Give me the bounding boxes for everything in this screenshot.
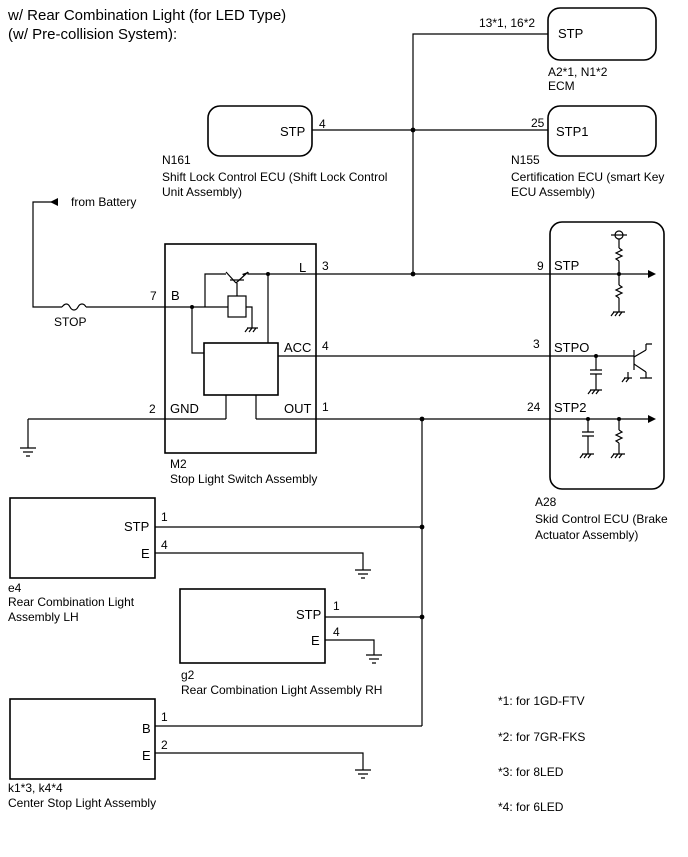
stop-switch-name: Stop Light Switch Assembly xyxy=(170,472,317,486)
ecm-wire-pins: 13*1, 16*2 xyxy=(479,16,535,30)
title-line-1: w/ Rear Combination Light (for LED Type) xyxy=(7,7,286,24)
rear-rh-box xyxy=(179,588,326,664)
switch-pin-acc-number: 4 xyxy=(322,339,329,353)
skid-ecu-name-line-1: Skid Control ECU (Brake xyxy=(535,512,668,526)
ecm-connector: A2*1, N1*2 xyxy=(548,65,608,79)
fuse-symbol xyxy=(61,303,87,311)
footnote-3: *3: for 8LED xyxy=(498,765,564,779)
skid-ecu-connector: A28 xyxy=(535,495,557,509)
shift-lock-ecu-box xyxy=(207,105,313,157)
cert-name-line-2: ECU Assembly) xyxy=(511,185,595,199)
rear-rh-e-label: E xyxy=(311,633,320,648)
wiring xyxy=(20,33,550,779)
fuse-label: STOP xyxy=(54,315,86,329)
switch-pin-gnd-number: 2 xyxy=(149,402,156,416)
skid-control-ecu-component: 9 STP 3 STPO 24 STP2 A28 Skid Control EC… xyxy=(527,221,668,542)
skid-pin-stpo-number: 3 xyxy=(533,337,540,351)
certification-ecu-component: STP1 25 N155 Certification ECU (smart Ke… xyxy=(511,105,664,199)
stop-switch-box xyxy=(164,243,317,454)
stop-light-switch-component: 7 B L 3 ACC 4 2 GND OUT 1 M2 Stop Light … xyxy=(149,243,329,486)
rear-lh-e-number: 4 xyxy=(161,538,168,552)
rear-lh-connector: e4 xyxy=(8,581,22,595)
footnote-4: *4: for 6LED xyxy=(498,800,564,814)
skid-ecu-name-line-2: Actuator Assembly) xyxy=(535,528,638,542)
center-stop-e-label: E xyxy=(142,748,151,763)
shift-lock-ecu-component: STP 4 N161 Shift Lock Control ECU (Shift… xyxy=(162,105,387,199)
wire-ecm-stp xyxy=(412,33,548,274)
switch-pin-l-number: 3 xyxy=(322,259,329,273)
center-stop-connector: k1*3, k4*4 xyxy=(8,781,63,795)
rear-rh-name: Rear Combination Light Assembly RH xyxy=(181,683,382,697)
footnote-2: *2: for 7GR-FKS xyxy=(498,730,585,744)
rear-lh-stp-label: STP xyxy=(124,519,149,534)
footnote-1: *1: for 1GD-FTV xyxy=(498,694,585,708)
wire-battery xyxy=(32,201,62,308)
center-stop-b-label: B xyxy=(142,721,151,736)
cert-pin-number: 25 xyxy=(531,116,545,130)
rear-rh-stp-number: 1 xyxy=(333,599,340,613)
cert-name-line-1: Certification ECU (smart Key xyxy=(511,170,664,184)
center-stop-e-number: 2 xyxy=(161,738,168,752)
ecm-component: STP 13*1, 16*2 A2*1, N1*2 ECM xyxy=(479,7,657,93)
center-stop-box xyxy=(9,698,156,780)
skid-pin-stp-number: 9 xyxy=(537,259,544,273)
skid-pin-stp2-label: STP2 xyxy=(554,400,587,415)
rear-lh-stp-number: 1 xyxy=(161,510,168,524)
ecm-name: ECM xyxy=(548,79,575,93)
shift-lock-connector: N161 xyxy=(162,153,191,167)
rear-light-lh-component: STP 1 E 4 e4 Rear Combination Light Asse… xyxy=(8,497,168,624)
cert-stp1-label: STP1 xyxy=(556,124,589,139)
switch-pin-acc-label: ACC xyxy=(284,340,311,355)
title-line-2: (w/ Pre-collision System): xyxy=(8,26,177,43)
stop-switch-connector: M2 xyxy=(170,457,187,471)
center-stop-b-number: 1 xyxy=(161,710,168,724)
battery-label: from Battery xyxy=(71,195,136,209)
shift-lock-name-line-2: Unit Assembly) xyxy=(162,185,242,199)
ecm-stp-label: STP xyxy=(558,26,583,41)
shift-lock-stp-label: STP xyxy=(280,124,305,139)
switch-pin-out-label: OUT xyxy=(284,401,312,416)
relay-coil xyxy=(227,295,247,318)
switch-control-block xyxy=(203,342,279,396)
footnotes: *1: for 1GD-FTV *2: for 7GR-FKS *3: for … xyxy=(498,694,585,814)
switch-pin-gnd-label: GND xyxy=(170,401,199,416)
rear-lh-box xyxy=(9,497,156,579)
rear-light-rh-component: STP 1 E 4 g2 Rear Combination Light Asse… xyxy=(179,588,382,697)
skid-pin-stp-label: STP xyxy=(554,258,579,273)
rear-lh-name-line-1: Rear Combination Light xyxy=(8,595,135,609)
rear-lh-name-line-2: Assembly LH xyxy=(8,610,79,624)
switch-pin-out-number: 1 xyxy=(322,400,329,414)
shift-lock-pin-number: 4 xyxy=(319,117,326,131)
shift-lock-name-line-1: Shift Lock Control ECU (Shift Lock Contr… xyxy=(162,170,387,184)
certification-ecu-box xyxy=(547,105,657,157)
center-stop-name: Center Stop Light Assembly xyxy=(8,796,156,810)
rear-lh-e-label: E xyxy=(141,546,150,561)
rear-rh-e-number: 4 xyxy=(333,625,340,639)
switch-pin-b-label: B xyxy=(171,288,180,303)
rear-rh-connector: g2 xyxy=(181,668,195,682)
switch-pin-b-number: 7 xyxy=(150,289,157,303)
skid-pin-stpo-label: STPO xyxy=(554,340,589,355)
switch-internal-circuit xyxy=(165,271,279,419)
switch-pin-l-label: L xyxy=(299,260,306,275)
center-stop-light-component: B 1 E 2 k1*3, k4*4 Center Stop Light Ass… xyxy=(8,698,168,810)
cert-connector: N155 xyxy=(511,153,540,167)
skid-pin-stp2-number: 24 xyxy=(527,400,541,414)
skid-internal-circuit xyxy=(550,230,656,459)
rear-rh-stp-label: STP xyxy=(296,607,321,622)
